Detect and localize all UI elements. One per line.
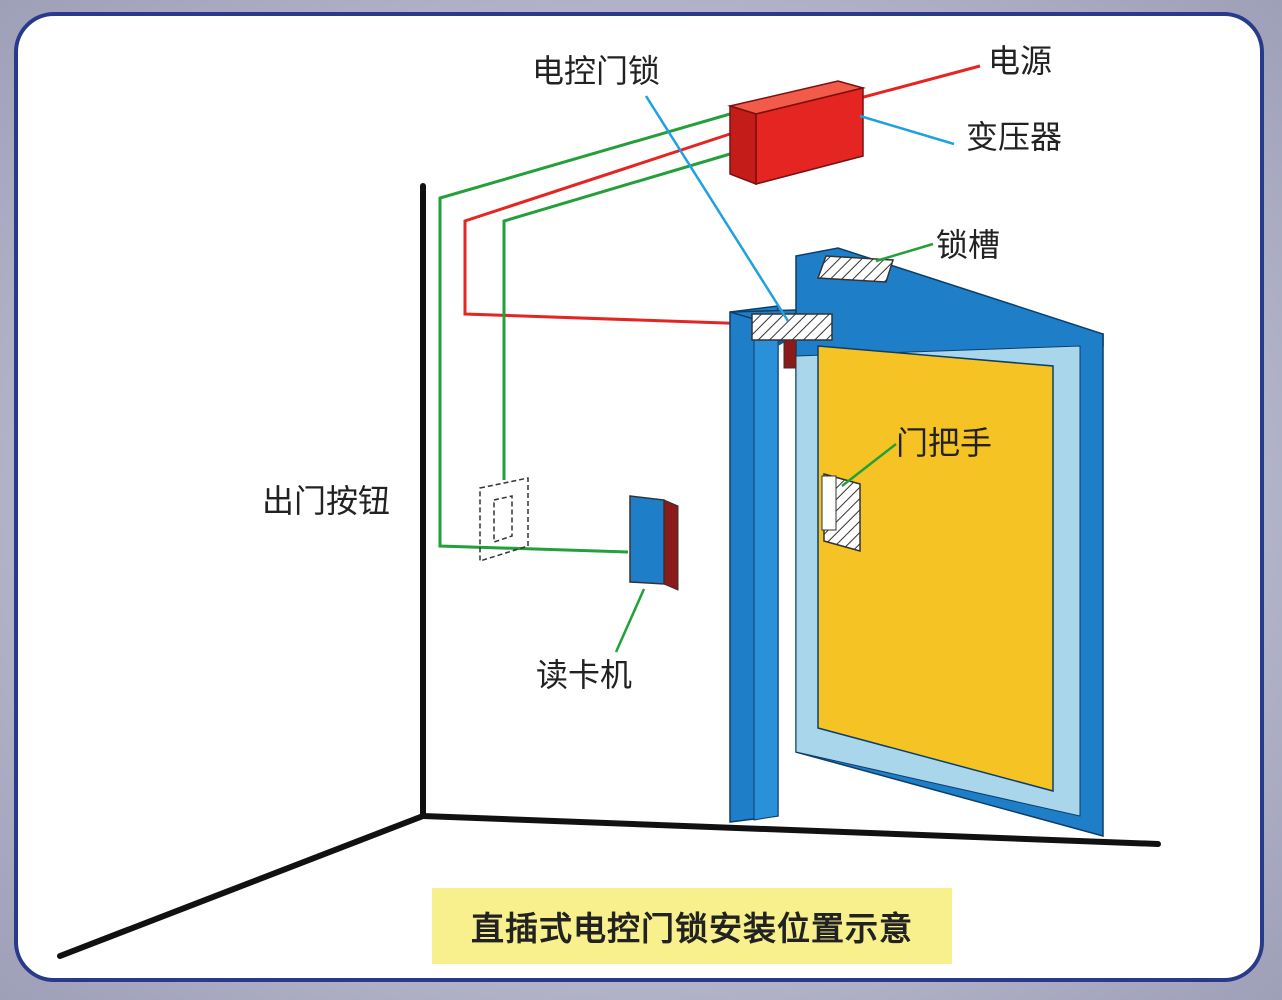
transformer-box [727, 80, 866, 186]
exit-button [479, 477, 529, 563]
leader-door-handle [841, 443, 897, 487]
leader-electric-lock [644, 95, 790, 322]
lock-slot [816, 255, 895, 283]
leader-lines [614, 95, 955, 653]
electric-lock-body [751, 313, 833, 369]
label-exit-button: 出门按钮 [262, 482, 390, 520]
label-transformer: 变压器 [966, 118, 1062, 156]
leader-lock-slot [875, 242, 934, 263]
diagram-frame: 电控门锁 电源 变压器 锁槽 门把手 出门按钮 读卡机 直插式电控门锁安装位置示… [14, 12, 1264, 982]
room-corner [57, 183, 1161, 959]
red-wire-lock [463, 132, 754, 326]
leader-transformer [859, 114, 955, 146]
green-wire-exit-button [438, 112, 731, 554]
card-reader [629, 495, 679, 591]
installation-diagram: 电控门锁 电源 变压器 锁槽 门把手 出门按钮 读卡机 [57, 42, 1161, 959]
leader-card-reader [614, 588, 646, 653]
green-wire-reader [502, 152, 731, 480]
label-power: 电源 [988, 42, 1052, 80]
label-card-reader: 读卡机 [536, 656, 632, 694]
diagram-caption: 直插式电控门锁安装位置示意 [471, 909, 913, 948]
door-leaf [778, 247, 1104, 837]
caption-box: 直插式电控门锁安装位置示意 [432, 888, 952, 964]
label-electric-lock: 电控门锁 [532, 52, 660, 90]
red-wire-power [859, 64, 981, 100]
wires [438, 64, 981, 554]
door-handle [821, 473, 861, 552]
label-door-handle: 门把手 [896, 424, 992, 462]
label-lock-slot: 锁槽 [936, 226, 1000, 264]
